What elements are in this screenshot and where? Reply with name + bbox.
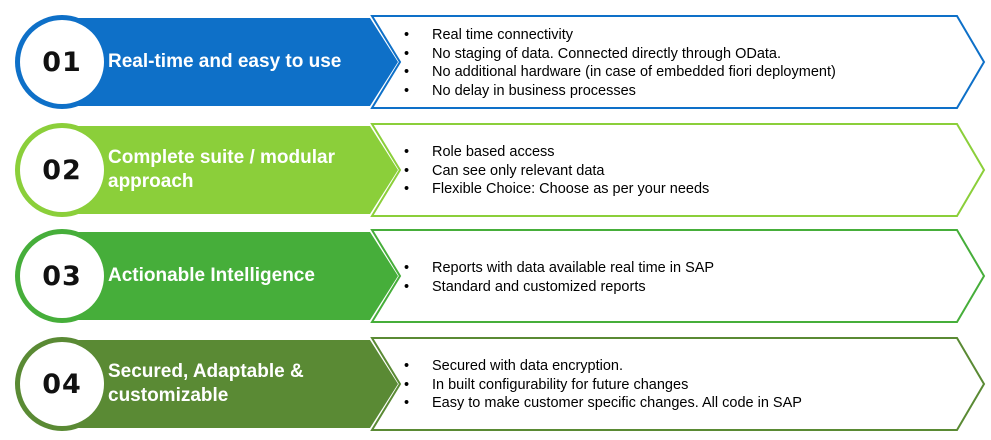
feature-row-3: 03 Actionable Intelligence Reports with … bbox=[0, 228, 991, 324]
title-arrow-shape bbox=[58, 232, 398, 320]
bullet-list: Role based access Can see only relevant … bbox=[404, 143, 709, 199]
bullet-item: Secured with data encryption. bbox=[404, 357, 802, 376]
title-arrow-shape bbox=[58, 340, 398, 428]
bullet-item: No delay in business processes bbox=[404, 82, 836, 101]
bullet-list: Secured with data encryption. In built c… bbox=[404, 357, 802, 413]
feature-row-4: 04 Secured, Adaptable & customizable Sec… bbox=[0, 336, 991, 432]
feature-row-1: 01 Real-time and easy to use Real time c… bbox=[0, 14, 991, 110]
feature-title: Actionable Intelligence bbox=[108, 265, 315, 286]
bullet-item: Easy to make customer specific changes. … bbox=[404, 394, 802, 413]
bullet-item: Role based access bbox=[404, 143, 709, 162]
title-arrow-shape bbox=[58, 18, 398, 106]
bullet-item: Reports with data available real time in… bbox=[404, 259, 714, 278]
step-number-badge: 01 bbox=[20, 20, 104, 104]
bullet-list: Reports with data available real time in… bbox=[404, 259, 714, 296]
feature-row-2: 02 Complete suite / modular approach Rol… bbox=[0, 122, 991, 218]
feature-title: Real-time and easy to use bbox=[108, 51, 342, 72]
bullet-list: Real time connectivity No staging of dat… bbox=[404, 26, 836, 100]
bullet-item: Flexible Choice: Choose as per your need… bbox=[404, 180, 709, 199]
feature-title: Complete suite / modular approach bbox=[108, 147, 335, 192]
step-number-badge: 03 bbox=[20, 234, 104, 318]
step-number-badge: 04 bbox=[20, 342, 104, 426]
bullet-item: Real time connectivity bbox=[404, 26, 836, 45]
bullet-item: Standard and customized reports bbox=[404, 278, 714, 297]
step-number-badge: 02 bbox=[20, 128, 104, 212]
bullet-item: In built configurability for future chan… bbox=[404, 376, 802, 395]
bullet-item: No additional hardware (in case of embed… bbox=[404, 63, 836, 82]
title-arrow-shape bbox=[58, 126, 398, 214]
bullet-item: Can see only relevant data bbox=[404, 162, 709, 181]
feature-title: Secured, Adaptable & customizable bbox=[108, 361, 304, 406]
bullet-item: No staging of data. Connected directly t… bbox=[404, 45, 836, 64]
